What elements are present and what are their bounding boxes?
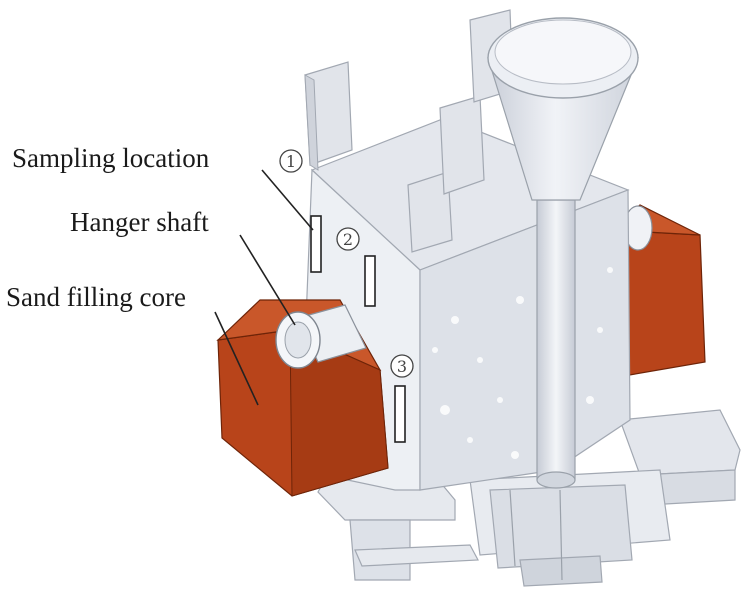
leader-hanger-shaft xyxy=(239,234,296,326)
marker-2: 2 xyxy=(336,227,360,251)
hanger-shaft xyxy=(275,304,367,369)
casting-body xyxy=(299,117,631,491)
label-sampling-location: Sampling location xyxy=(12,143,210,173)
label-hanger-shaft: Hanger shaft xyxy=(70,207,209,237)
left-sand-core xyxy=(216,299,389,497)
marker-1-label: 1 xyxy=(286,152,296,171)
leader-sampling-location xyxy=(261,169,314,231)
base-frame xyxy=(317,409,741,587)
marker-1: 1 xyxy=(279,149,303,173)
sprue xyxy=(536,199,576,489)
label-sand-filling-core: Sand filling core xyxy=(6,282,186,312)
marker-3: 3 xyxy=(390,354,414,378)
sampling-slot-1 xyxy=(310,215,322,273)
leader-sand-filling-core xyxy=(214,311,259,406)
sampling-slot-2 xyxy=(364,255,376,307)
marker-3-label: 3 xyxy=(397,357,407,376)
pouring-funnel xyxy=(487,17,639,201)
right-sand-core xyxy=(608,204,706,379)
marker-2-label: 2 xyxy=(343,230,353,249)
sampling-slot-3 xyxy=(394,385,406,443)
